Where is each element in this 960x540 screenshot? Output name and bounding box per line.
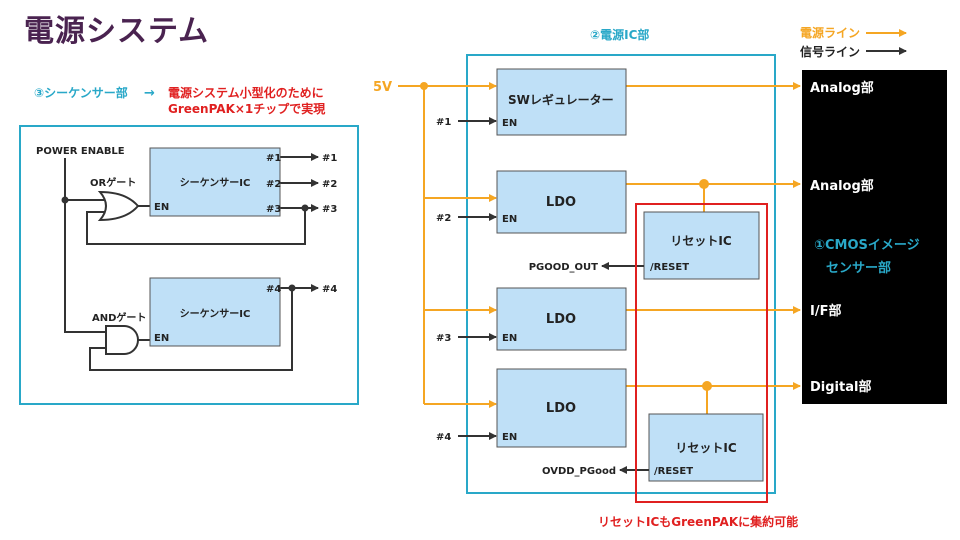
legend: 電源ライン 信号ライン [800,25,907,59]
ldo-block-2 [496,287,627,351]
sequencer-ic-1-label: シーケンサーIC [180,177,251,189]
power-ic-section: ②電源IC部 5V SWレギュレーター EN LDO EN LDO [373,27,801,529]
pin-label: #3 [266,204,281,215]
pin-label: #4 [266,284,281,295]
ldo-label: LDO [546,401,576,416]
sequencer-arrow: → [144,86,155,101]
en-pin-label: EN [154,333,169,344]
seq-output-label: #3 [322,204,337,215]
pgood-out-label: PGOOD_OUT [529,262,598,273]
pin-label: #1 [266,153,281,164]
reset-pin-label: /RESET [650,262,689,273]
ldo-block-3 [496,368,627,448]
power-input-wiring [398,85,425,404]
seq-output-label: #4 [322,284,337,295]
power-ic-frame [466,54,776,494]
en-input-label: #1 [436,117,451,128]
ldo-block-1 [496,170,627,234]
en-pin-label: EN [502,333,517,344]
reset-ic-label: リセットIC [670,234,731,248]
cmos-output-label: Digital部 [810,379,871,395]
sequencer-heading: ③シーケンサー部 [34,85,128,100]
sequencer-ic-1 [149,147,281,217]
and-gate-label: ANDゲート [92,311,146,324]
pin-label: #2 [266,179,281,190]
legend-signal-label: 信号ライン [800,44,860,59]
power-ic-heading: ②電源IC部 [590,27,649,42]
sequencer-section: ③シーケンサー部 → 電源システム小型化のために GreenPAK×1チップで実… [19,85,359,405]
cmos-label-line1: ①CMOSイメージ [814,238,920,253]
sequencer-ic-2-label: シーケンサーIC [180,308,251,320]
ldo-label: LDO [546,195,576,210]
ovdd-pgood-label: OVDD_PGood [542,466,616,477]
cmos-output-label: Analog部 [810,178,874,194]
greenpak-note: リセットICもGreenPAKに集約可能 [598,514,798,529]
reset-ic-block-2 [648,413,764,482]
cmos-output-label: Analog部 [810,80,874,96]
junction-dot [699,179,709,189]
sequencer-frame [19,125,359,405]
seq-output-label: #2 [322,179,337,190]
sequencer-note-line1: 電源システム小型化のために [168,85,324,100]
input-5v-label: 5V [373,80,392,95]
ldo-label: LDO [546,312,576,327]
en-pin-label: EN [502,432,517,443]
or-gate-symbol [97,190,140,222]
page-title: 電源システム [24,14,210,49]
cmos-sensor-section: Analog部 Analog部 ①CMOSイメージ センサー部 I/F部 Dig… [802,70,947,404]
greenpak-reset-frame [635,203,768,503]
reset-pin-label: /RESET [654,466,693,477]
en-pin-label: EN [502,118,517,129]
and-gate-symbol [105,325,139,355]
power-enable-label: POWER ENABLE [36,146,125,157]
junction-dot [61,196,69,204]
cmos-output-label: I/F部 [810,303,841,319]
en-input-label: #2 [436,213,451,224]
cmos-label-line2: センサー部 [826,260,891,276]
seq-output-label: #1 [322,153,337,164]
reset-ic-block-1 [643,211,760,280]
junction-dot [702,381,712,391]
sequencer-note-line2: GreenPAK×1チップで実現 [168,101,325,116]
reset-ic-label: リセットIC [675,441,736,455]
en-pin-label: EN [502,214,517,225]
cmos-sensor-block [802,70,947,404]
sw-regulator-label: SWレギュレーター [508,92,614,107]
or-gate-label: ORゲート [90,176,136,189]
sw-regulator-block [496,68,627,136]
sequencer-ic-2 [149,277,281,347]
en-input-label: #3 [436,333,451,344]
legend-power-label: 電源ライン [800,25,860,40]
en-input-label: #4 [436,432,451,443]
en-pin-label: EN [154,202,169,213]
